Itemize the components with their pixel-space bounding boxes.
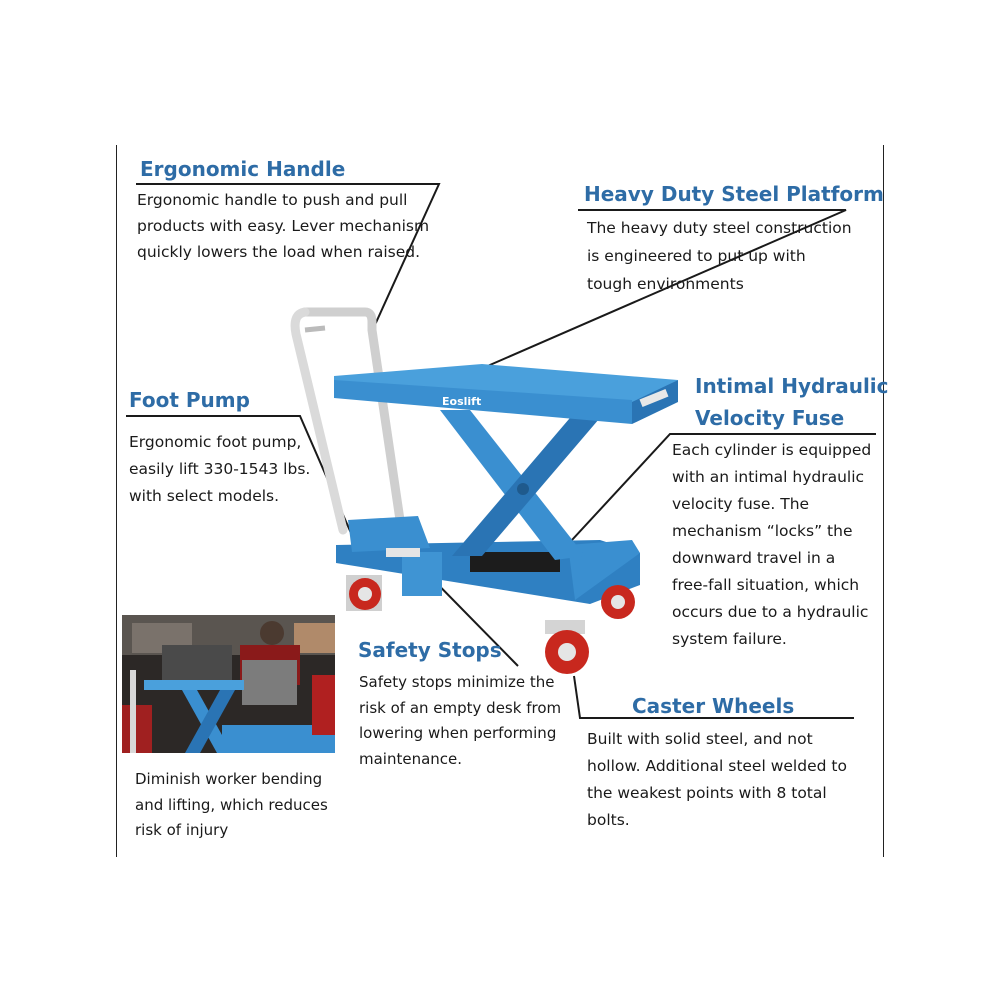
- text-line: quickly lowers the load when raised.: [137, 243, 421, 261]
- brand-label: Eoslift: [442, 395, 481, 408]
- text-line: free-fall situation, which: [672, 576, 860, 594]
- text-line: and lifting, which reduces: [135, 795, 328, 814]
- text-line: with an intimal hydraulic: [672, 468, 865, 486]
- caster-wheels-title: Caster Wheels: [632, 694, 795, 718]
- caster-callout-line: [573, 675, 854, 719]
- base-frame: [336, 516, 640, 604]
- text-line: bolts.: [587, 811, 630, 829]
- text-line: occurs due to a hydraulic: [672, 603, 869, 621]
- text-line: Safety stops minimize the: [359, 673, 555, 691]
- caster-wheels: [346, 575, 635, 674]
- caster-wheels-description: Built with solid steel, and not hollow. …: [587, 726, 847, 834]
- text-line: Ergonomic handle to push and pull: [137, 191, 408, 209]
- text-line: velocity fuse. The: [672, 495, 810, 513]
- ergonomic-handle-description: Ergonomic handle to push and pull produc…: [137, 187, 429, 265]
- lift-platform: [334, 364, 678, 424]
- text-line: risk of an empty desk from: [359, 698, 562, 717]
- velocity-fuse-title: Intimal Hydraulic Velocity Fuse: [695, 370, 889, 434]
- worker-photo: [122, 615, 335, 753]
- text-line: downward travel in a: [672, 549, 836, 567]
- text-line: tough environments: [587, 275, 744, 293]
- text-line: Ergonomic foot pump,: [129, 433, 302, 451]
- foot-pump-title: Foot Pump: [129, 388, 250, 412]
- ergonomic-handle-title: Ergonomic Handle: [140, 157, 346, 181]
- text-line: Built with solid steel, and not: [587, 730, 813, 748]
- text-line: maintenance.: [359, 749, 463, 768]
- text-line: products with easy. Lever mechanism: [137, 217, 430, 235]
- left-border: [116, 145, 117, 857]
- text-line: lowering when performing: [359, 724, 557, 742]
- platform-callout-line: [459, 209, 847, 379]
- text-line: is engineered to put up with: [587, 247, 806, 265]
- safety-stops-title: Safety Stops: [358, 638, 502, 662]
- text-line: Diminish worker bending: [135, 770, 323, 788]
- foot-pump-description: Ergonomic foot pump, easily lift 330-154…: [129, 429, 310, 510]
- lift-handle: [290, 307, 405, 535]
- velocity-fuse-description: Each cylinder is equipped with an intima…: [672, 437, 871, 653]
- title-line: Intimal Hydraulic: [695, 374, 889, 398]
- text-line: system failure.: [672, 630, 787, 648]
- heavy-duty-platform-title: Heavy Duty Steel Platform: [584, 182, 884, 206]
- text-line: the weakest points with 8 total: [587, 784, 827, 802]
- handle-callout-line: [136, 183, 441, 328]
- text-line: mechanism “locks” the: [672, 522, 853, 540]
- fuse-callout-line: [546, 433, 876, 568]
- scissor-arms: [440, 410, 605, 560]
- safety-stops-description: Safety stops minimize the risk of an emp…: [359, 670, 561, 772]
- text-line: with select models.: [129, 487, 280, 505]
- text-line: easily lift 330-1543 lbs.: [129, 460, 311, 478]
- text-line: risk of injury: [135, 821, 229, 839]
- text-line: hollow. Additional steel welded to: [587, 757, 847, 775]
- text-line: Each cylinder is equipped: [672, 441, 872, 459]
- right-border: [883, 145, 884, 857]
- heavy-duty-platform-description: The heavy duty steel construction is eng…: [587, 214, 852, 298]
- text-line: The heavy duty steel construction: [587, 219, 852, 237]
- worker-caption: Diminish worker bending and lifting, whi…: [135, 767, 328, 844]
- title-line: Velocity Fuse: [695, 406, 845, 430]
